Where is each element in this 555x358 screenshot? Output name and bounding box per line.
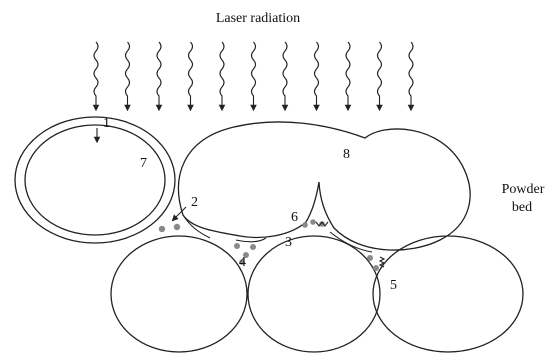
particle-outer-shell xyxy=(14,116,176,244)
label-7: 7 xyxy=(140,156,147,171)
fine-particle xyxy=(367,255,373,261)
label-3: 3 xyxy=(285,235,292,250)
powder-particle-right xyxy=(372,235,524,353)
fine-particle xyxy=(158,225,166,233)
label-8: 8 xyxy=(343,147,350,162)
laser-ray-arrow xyxy=(250,41,257,112)
fine-particle xyxy=(239,259,245,265)
neck-mid-left xyxy=(235,237,267,243)
fine-particle xyxy=(234,243,240,249)
bond-zigzag-right xyxy=(378,256,386,268)
neck-arrow xyxy=(171,206,187,222)
label-5: 5 xyxy=(390,278,397,293)
fine-particle xyxy=(373,265,379,271)
laser-radiation-title: Laser radiation xyxy=(216,11,300,26)
laser-ray-arrow xyxy=(218,41,226,112)
fine-particle xyxy=(250,244,256,250)
fine-particle xyxy=(243,252,249,258)
laser-ray-arrow xyxy=(124,41,131,112)
fine-particle xyxy=(302,222,308,228)
neck-left xyxy=(182,214,211,239)
powder-particle-left xyxy=(110,235,248,353)
powder-label: Powder xyxy=(502,182,545,197)
laser-ray-arrow xyxy=(92,41,100,112)
laser-ray-arrow xyxy=(313,41,320,112)
melted-particle xyxy=(177,121,471,251)
fine-particle xyxy=(319,221,325,227)
neck-mid-right xyxy=(329,231,373,253)
laser-ray-arrow xyxy=(376,41,383,112)
label-1: 1 xyxy=(103,116,110,131)
laser-ray-arrow xyxy=(344,41,352,112)
laser-rays xyxy=(92,41,415,112)
label-2: 2 xyxy=(191,195,198,210)
label-6: 6 xyxy=(291,210,298,225)
laser-ray-arrow xyxy=(407,41,415,112)
laser-ray-arrow xyxy=(187,41,194,112)
bed-label: bed xyxy=(512,200,532,215)
label-4: 4 xyxy=(239,255,246,270)
fine-particles xyxy=(158,219,379,271)
bond-zigzag-top xyxy=(315,221,329,227)
fine-particle xyxy=(310,219,316,225)
laser-ray-arrow xyxy=(155,41,163,112)
laser-ray-arrow xyxy=(281,41,289,112)
powder-particle-middle xyxy=(247,235,381,353)
fine-particle xyxy=(173,223,181,231)
particle-inner-core xyxy=(24,124,166,236)
